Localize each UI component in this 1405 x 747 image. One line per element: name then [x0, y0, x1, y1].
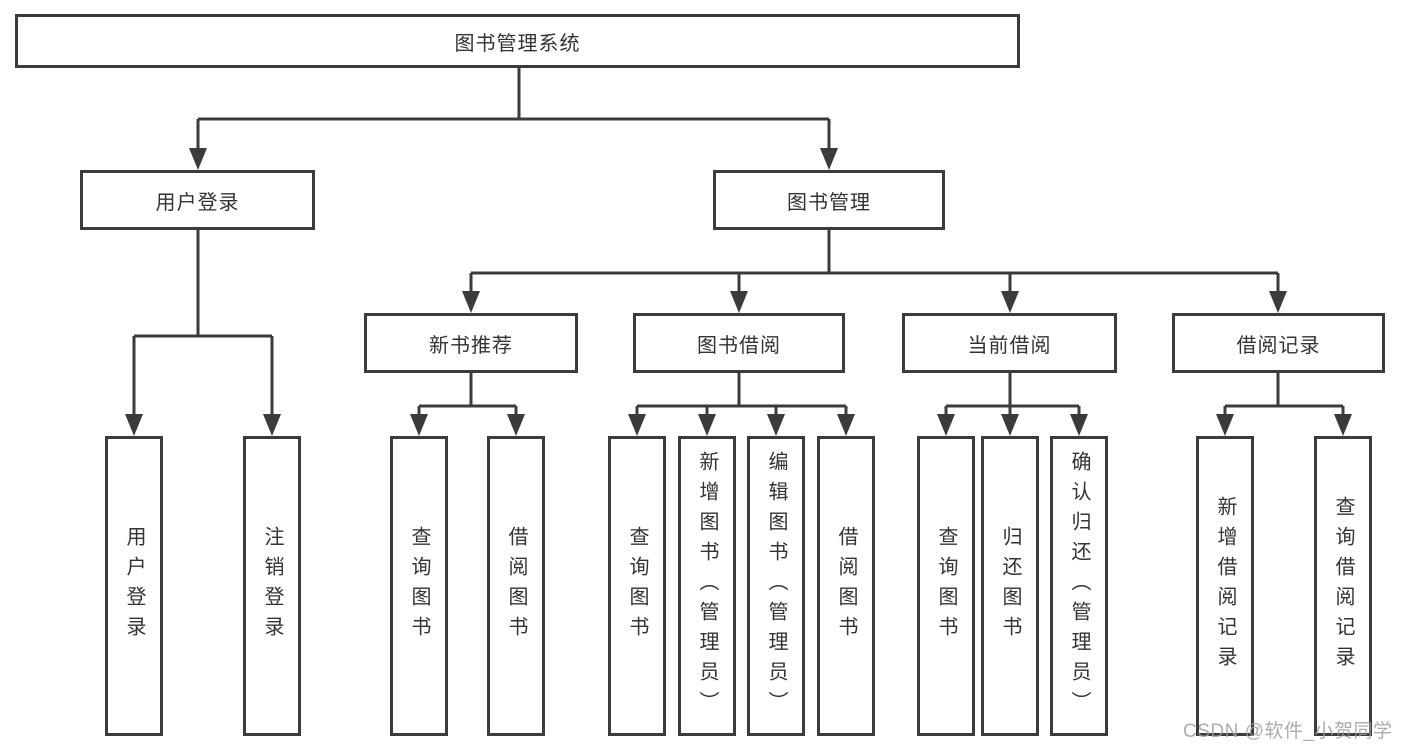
node-new-book-recommendation: 新书推荐 — [364, 313, 578, 373]
node-book-management: 图书管理 — [713, 170, 945, 230]
node-book-management-label: 图书管理 — [787, 191, 871, 214]
leaf-bb-add-books: 新增图书（管理员） — [678, 436, 736, 736]
node-current-borrowing: 当前借阅 — [902, 313, 1117, 373]
leaf-nb-query-books-label: 查询图书 — [408, 526, 430, 646]
leaf-logout-label: 注销登录 — [261, 526, 283, 646]
leaf-cb-query-books: 查询图书 — [917, 436, 975, 736]
leaf-nb-borrow-books: 借阅图书 — [487, 436, 545, 736]
leaf-br-query-record-label: 查询借阅记录 — [1332, 496, 1354, 676]
leaf-br-add-record: 新增借阅记录 — [1196, 436, 1254, 736]
leaf-cb-return-books-label: 归还图书 — [999, 526, 1021, 646]
leaf-bb-add-books-label: 新增图书（管理员） — [696, 451, 718, 721]
csdn-watermark: CSDN @软件_小贺同学 — [1183, 721, 1393, 742]
node-borrowing-records: 借阅记录 — [1172, 313, 1385, 373]
leaf-cb-confirm-return: 确认归还（管理员） — [1050, 436, 1108, 736]
node-user-login: 用户登录 — [80, 170, 315, 230]
leaf-bb-query-books-label: 查询图书 — [626, 526, 648, 646]
leaf-cb-query-books-label: 查询图书 — [935, 526, 957, 646]
leaf-bb-edit-books: 编辑图书（管理员） — [747, 436, 805, 736]
node-book-borrowing: 图书借阅 — [633, 313, 845, 373]
node-root-system: 图书管理系统 — [15, 14, 1020, 68]
node-user-login-label: 用户登录 — [155, 191, 240, 214]
node-borrowing-records-label: 借阅记录 — [1236, 334, 1321, 357]
node-current-borrowing-label: 当前借阅 — [967, 334, 1052, 357]
leaf-bb-edit-books-label: 编辑图书（管理员） — [765, 451, 787, 721]
node-new-book-recommendation-label: 新书推荐 — [429, 334, 513, 357]
leaf-cb-confirm-return-label: 确认归还（管理员） — [1068, 451, 1090, 721]
leaf-br-query-record: 查询借阅记录 — [1314, 436, 1372, 736]
arrowheads — [125, 148, 1352, 436]
leaf-nb-borrow-books-label: 借阅图书 — [505, 526, 527, 646]
leaf-logout: 注销登录 — [243, 436, 301, 736]
leaf-user-login-label: 用户登录 — [123, 526, 145, 646]
node-root-system-label: 图书管理系统 — [454, 32, 581, 55]
leaf-cb-return-books: 归还图书 — [981, 436, 1039, 736]
leaf-bb-borrow-books-label: 借阅图书 — [835, 526, 857, 646]
leaf-nb-query-books: 查询图书 — [390, 436, 448, 736]
leaf-bb-borrow-books: 借阅图书 — [817, 436, 875, 736]
node-book-borrowing-label: 图书借阅 — [697, 334, 781, 357]
leaf-bb-query-books: 查询图书 — [608, 436, 666, 736]
leaf-user-login: 用户登录 — [105, 436, 163, 736]
leaf-br-add-record-label: 新增借阅记录 — [1214, 496, 1236, 676]
